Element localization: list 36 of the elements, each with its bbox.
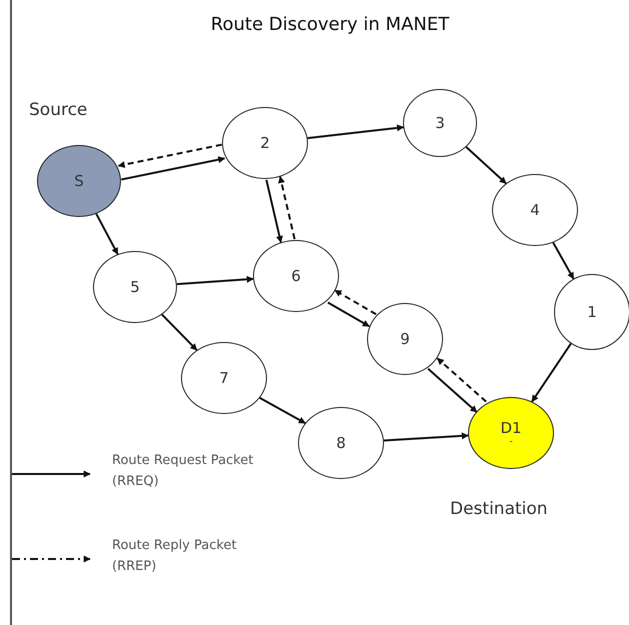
arrow: [334, 290, 377, 316]
arrow: [384, 432, 469, 442]
arrow: [531, 343, 572, 402]
legend-label: Route Request Packet (RREQ): [112, 452, 254, 491]
arrow: [95, 213, 119, 255]
arrow: [552, 242, 574, 280]
arrow: [118, 144, 222, 168]
legend-label: Route Reply Packet (RREP): [112, 537, 238, 576]
node-caption: Source: [29, 100, 88, 120]
arrow: [278, 176, 296, 240]
arrow: [265, 180, 283, 243]
arrow: [259, 397, 306, 424]
node-label: 8: [336, 434, 346, 452]
node-circle: [554, 274, 629, 350]
arrow: [161, 314, 198, 351]
node-label: 4: [530, 201, 540, 219]
node-label: D1: [500, 418, 522, 437]
node-caption: Destination: [450, 499, 548, 519]
node-label: 3: [435, 114, 445, 132]
arrow: [121, 156, 226, 180]
node-sublabel: -: [509, 436, 513, 448]
diagram-title: Route Discovery in MANET: [210, 14, 450, 35]
arrow: [327, 302, 370, 328]
arrow: [436, 358, 487, 402]
node-label: S: [74, 172, 84, 190]
node-label: 6: [291, 267, 301, 285]
arrow: [307, 124, 404, 140]
node-label: 5: [130, 278, 140, 296]
node-label: 9: [400, 330, 410, 348]
node-label: 2: [260, 134, 270, 152]
node-circle: [367, 303, 443, 375]
arrow: [176, 276, 254, 286]
arrow: [427, 368, 478, 413]
arrow: [466, 146, 507, 184]
node-label: 1: [587, 303, 597, 321]
node-label: 7: [219, 369, 229, 387]
